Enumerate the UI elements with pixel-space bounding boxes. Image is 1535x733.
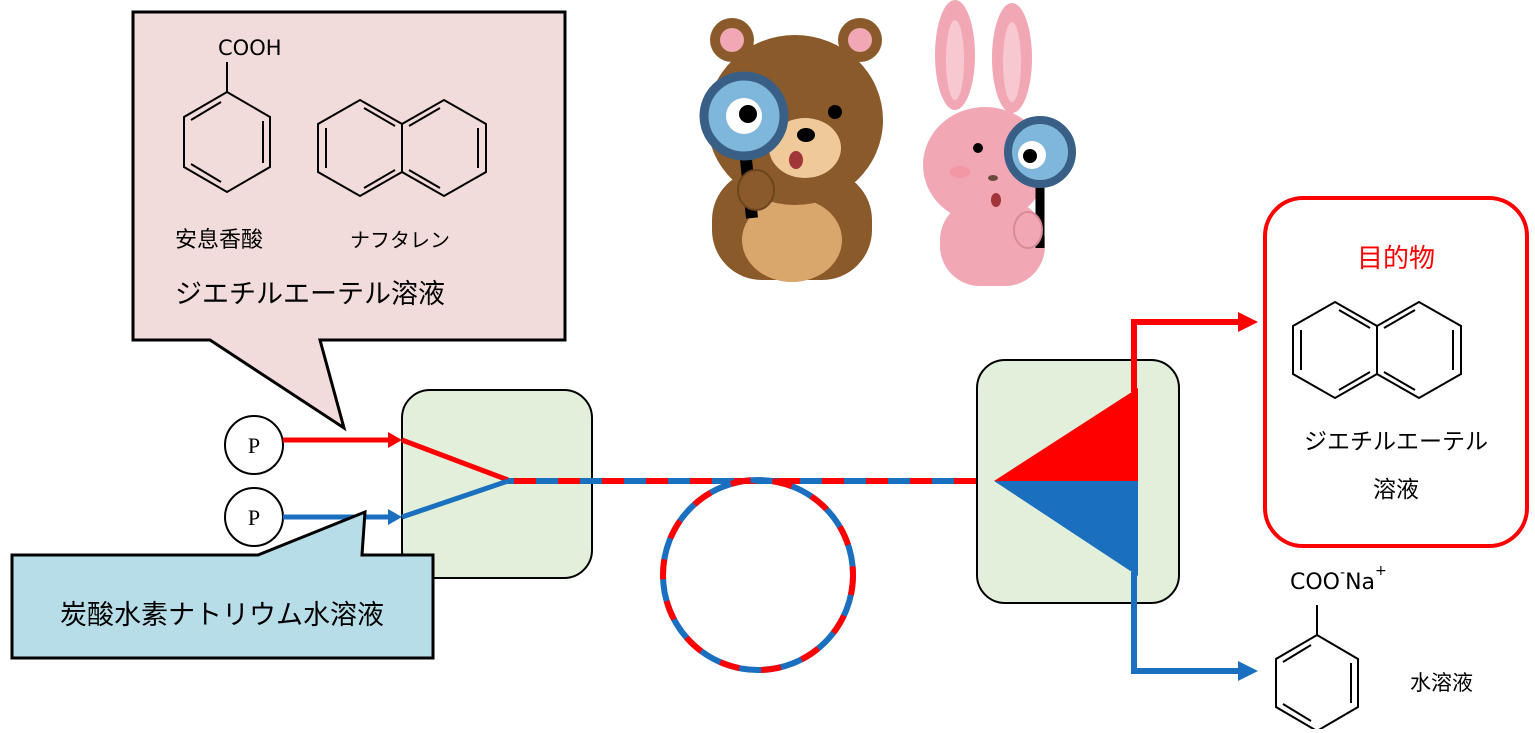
rabbit-with-magnifier-icon — [923, 0, 1076, 286]
aqueous-merge-line — [401, 478, 509, 520]
input-callout-bubble — [131, 10, 567, 432]
bear-with-magnifier-icon — [699, 18, 883, 282]
target-solvent-line2: 溶液 — [1373, 477, 1419, 503]
sodium-ion: Na — [1345, 570, 1375, 595]
aqueous-callout-bubble — [10, 509, 435, 660]
pump-organic: P — [224, 415, 284, 475]
input-callout: COOH 安息香酸 ナフタレン ジエチルエーテル溶液 — [131, 10, 567, 432]
charge-minus: - — [1340, 565, 1345, 581]
reaction-coil-organic — [660, 477, 856, 673]
aqueous-outlet-arrow — [1238, 661, 1258, 681]
aqueous-feed-arrow — [388, 509, 402, 525]
target-product-box — [1263, 196, 1529, 548]
naphthalene-structure — [317, 98, 487, 198]
aqueous-outlet-line — [1131, 572, 1240, 674]
naphthalene-label: ナフタレン — [350, 228, 450, 252]
benzoic-acid-label: 安息香酸 — [175, 228, 263, 253]
cooh-label: COOH — [218, 36, 282, 60]
benzoate-structure — [1275, 605, 1359, 733]
benzoate-formula: COO-Na+ — [1290, 563, 1387, 595]
organic-phase-triangle — [994, 388, 1138, 481]
diethyl-ether-solution-label: ジエチルエーテル溶液 — [175, 279, 445, 310]
aqueous-output-label: 水溶液 — [1410, 671, 1473, 695]
pump-label: P — [248, 433, 260, 458]
naphthalene-product-structure — [1292, 300, 1462, 400]
benzoate-coo: COO — [1290, 570, 1340, 595]
charge-plus: + — [1375, 563, 1387, 579]
benzoic-acid-structure — [183, 62, 271, 194]
pump-aqueous: P — [224, 487, 284, 547]
aqueous-callout: 炭酸水素ナトリウム水溶液 — [10, 509, 435, 660]
organic-feed-arrow — [388, 432, 402, 448]
organic-outlet-arrow — [1238, 312, 1258, 332]
aqueous-phase-triangle — [994, 481, 1138, 576]
target-solvent-line1: ジエチルエーテル — [1304, 429, 1488, 455]
organic-merge-line — [401, 437, 509, 483]
sodium-bicarbonate-label: 炭酸水素ナトリウム水溶液 — [60, 600, 384, 631]
pump-label: P — [248, 505, 260, 530]
target-title: 目的物 — [1357, 244, 1435, 274]
organic-outlet-line — [1131, 319, 1240, 392]
